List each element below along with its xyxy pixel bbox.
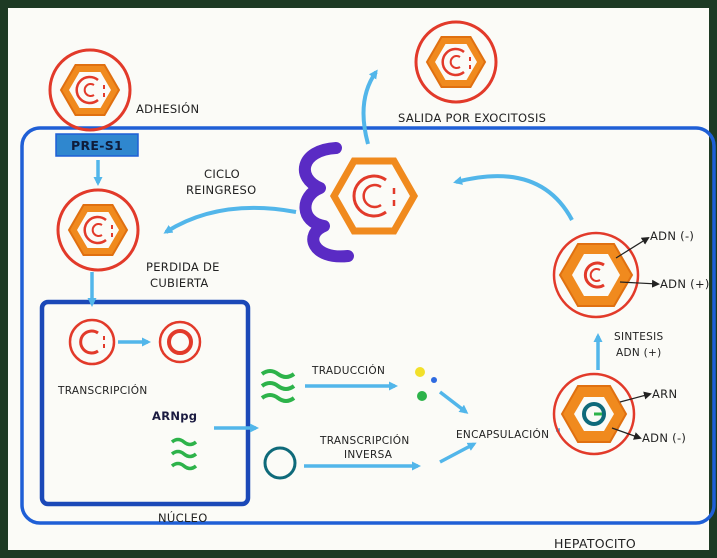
transcripcion-inversa-label-1: TRANSCRIPCIÓN: [319, 434, 410, 447]
capsid-icon: [334, 161, 414, 231]
perdida-label-2: CUBIERTA: [150, 276, 209, 290]
adn-minus-bottom-label: ADN (-): [642, 431, 686, 445]
rcdna-icon: [68, 318, 116, 366]
adn-plus-top-label: ADN (+): [660, 277, 710, 291]
adhesion-label: ADHESIÓN: [136, 101, 199, 116]
virion-icon: [48, 48, 132, 132]
cell-membrane: [20, 126, 716, 525]
pointer-arn: [619, 391, 652, 403]
traduccion-label: TRADUCCIÓN: [311, 364, 385, 377]
hepatocito-label: HEPATOCITO: [554, 536, 636, 551]
arrow-to-encapsulation-1: [438, 390, 469, 414]
pgrna-circle-icon: [263, 446, 297, 480]
ciclo-label-1: CICLO: [204, 167, 240, 181]
virion-icon: [56, 188, 140, 272]
arrow-reentry-cycle: [163, 206, 297, 234]
mrna-icon: [170, 437, 198, 471]
purple-protein-icon: [298, 142, 354, 263]
capsid-icon: [552, 372, 636, 456]
encapsulacion-label: ENCAPSULACIÓN: [456, 428, 549, 441]
cccdna-icon: [158, 320, 202, 364]
arrow-exocytosis: [361, 69, 378, 145]
pointer-adn-minus-bottom: [611, 427, 642, 440]
ciclo-label-2: REINGRESO: [186, 183, 256, 197]
receptor-icon: [55, 133, 139, 157]
transcripcion-inversa-label-2: INVERSA: [344, 449, 393, 461]
arnpg-label: ARNpg: [152, 409, 197, 423]
capsid-icon: [552, 231, 640, 319]
perdida-label-1: PERDIDA DE: [146, 260, 220, 274]
transcripcion-label: TRANSCRIPCIÓN: [57, 384, 148, 397]
nucleo-label: NÚCLEO: [158, 510, 208, 525]
protein-dots-icon: [415, 367, 437, 401]
arrow-to-encapsulation-2: [439, 442, 477, 464]
adn-minus-top-label: ADN (-): [650, 229, 694, 243]
mrna-icon: [260, 369, 296, 403]
virion-icon: [414, 20, 498, 104]
sintesis-label-1: SINTESIS: [614, 331, 664, 343]
pointer-adn-plus-top: [619, 279, 660, 288]
sintesis-label-2: ADN (+): [616, 347, 662, 359]
pointer-adn-minus-top: [615, 236, 650, 259]
pre-s1-label: PRE-S1: [71, 138, 123, 153]
arrow-to-reentry: [453, 174, 574, 221]
salida-label: SALIDA POR EXOCITOSIS: [398, 111, 546, 125]
nucleus: [39, 299, 251, 507]
arn-bottom-label: ARN: [652, 387, 677, 401]
